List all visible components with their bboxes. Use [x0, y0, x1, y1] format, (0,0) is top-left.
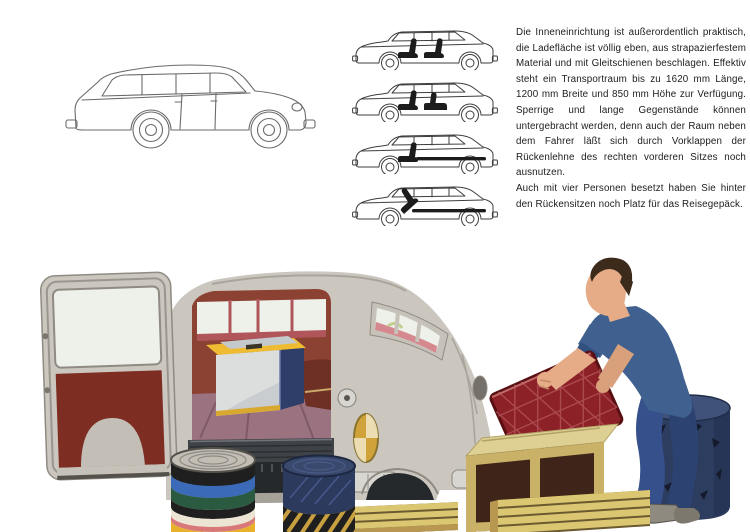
- rear-wheel: [366, 473, 434, 500]
- seat-config-diagrams: [352, 22, 498, 230]
- wooden-pallet-left: [330, 502, 458, 532]
- body-text: Die Inneneinrichtung ist außerordentlich…: [516, 25, 746, 212]
- cargo-box: [206, 336, 306, 416]
- workman: [576, 257, 700, 524]
- fabric-rolls: [170, 447, 356, 532]
- seat-config-both-upright: [352, 22, 498, 70]
- shoe-rear: [673, 508, 700, 524]
- hand: [537, 372, 553, 388]
- head: [585, 264, 626, 316]
- station-wagon-rear: [166, 271, 494, 504]
- door-window: [51, 285, 163, 369]
- wooden-pallet-front: [490, 490, 650, 532]
- trouser-leg-front: [634, 390, 668, 508]
- arms: [537, 344, 634, 393]
- loading-scene-illustration: [40, 257, 731, 532]
- trouser-leg-rear: [666, 398, 699, 510]
- seat-config-front-backrest-folded: [352, 186, 498, 226]
- taillight: [353, 413, 379, 463]
- paragraph-1: Die Inneneinrichtung ist außerordentlich…: [516, 27, 746, 179]
- rear-windows: [369, 301, 449, 361]
- paragraph-2: Auch mit vier Personen besetzt haben Sie…: [516, 182, 746, 210]
- seat-config-rear-folded: [352, 74, 498, 122]
- seat-config-flat-floor: [352, 126, 498, 174]
- open-door: [40, 271, 178, 481]
- wagon-side-line-drawing: [65, 64, 316, 149]
